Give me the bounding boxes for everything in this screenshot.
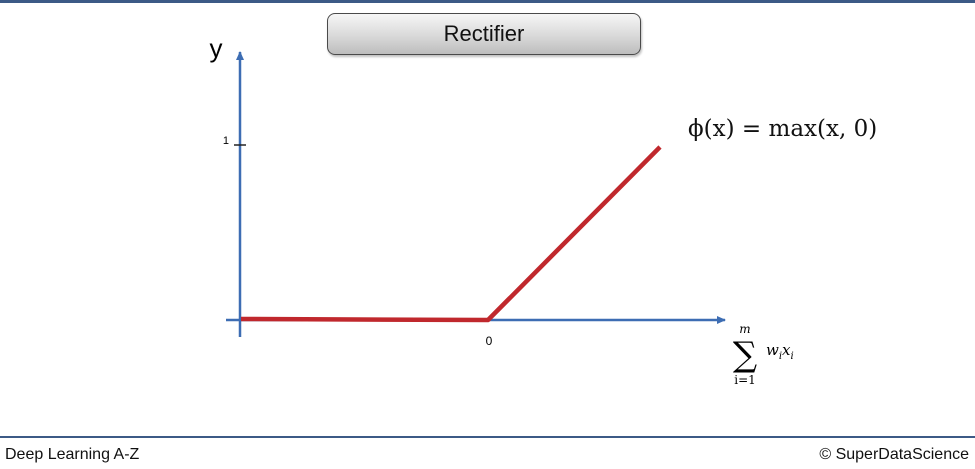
slide-title-text: Rectifier — [443, 21, 525, 46]
term-x-sub: i — [791, 351, 794, 362]
rectifier-line — [240, 145, 662, 323]
x-tick-label: 0 — [486, 334, 493, 348]
x-axis-label: m ∑ i=1 wixi — [733, 322, 794, 387]
formula-eq: = — [734, 116, 769, 142]
term-w-sub: i — [779, 351, 782, 362]
sum-term: wixi — [766, 341, 794, 362]
formula-rhs: max(x, 0) — [768, 116, 878, 142]
footer-copyright: © SuperDataScience — [819, 446, 969, 463]
footer-course-title: Deep Learning A-Z — [5, 446, 140, 463]
slide-title: Rectifier — [327, 13, 641, 55]
footer-rule — [0, 436, 975, 438]
sum-upper-limit: m — [739, 322, 750, 336]
top-rule — [0, 0, 975, 3]
term-w: w — [766, 341, 779, 359]
term-x: x — [782, 341, 791, 359]
y-tick-label: 1 — [223, 135, 229, 147]
formula: ϕ(x) = max(x, 0) — [688, 116, 877, 142]
formula-lhs: ϕ(x) — [688, 116, 735, 142]
sum-symbol: ∑ — [733, 335, 757, 375]
sum-lower-limit: i=1 — [734, 373, 756, 387]
y-axis-label: y — [210, 33, 223, 63]
